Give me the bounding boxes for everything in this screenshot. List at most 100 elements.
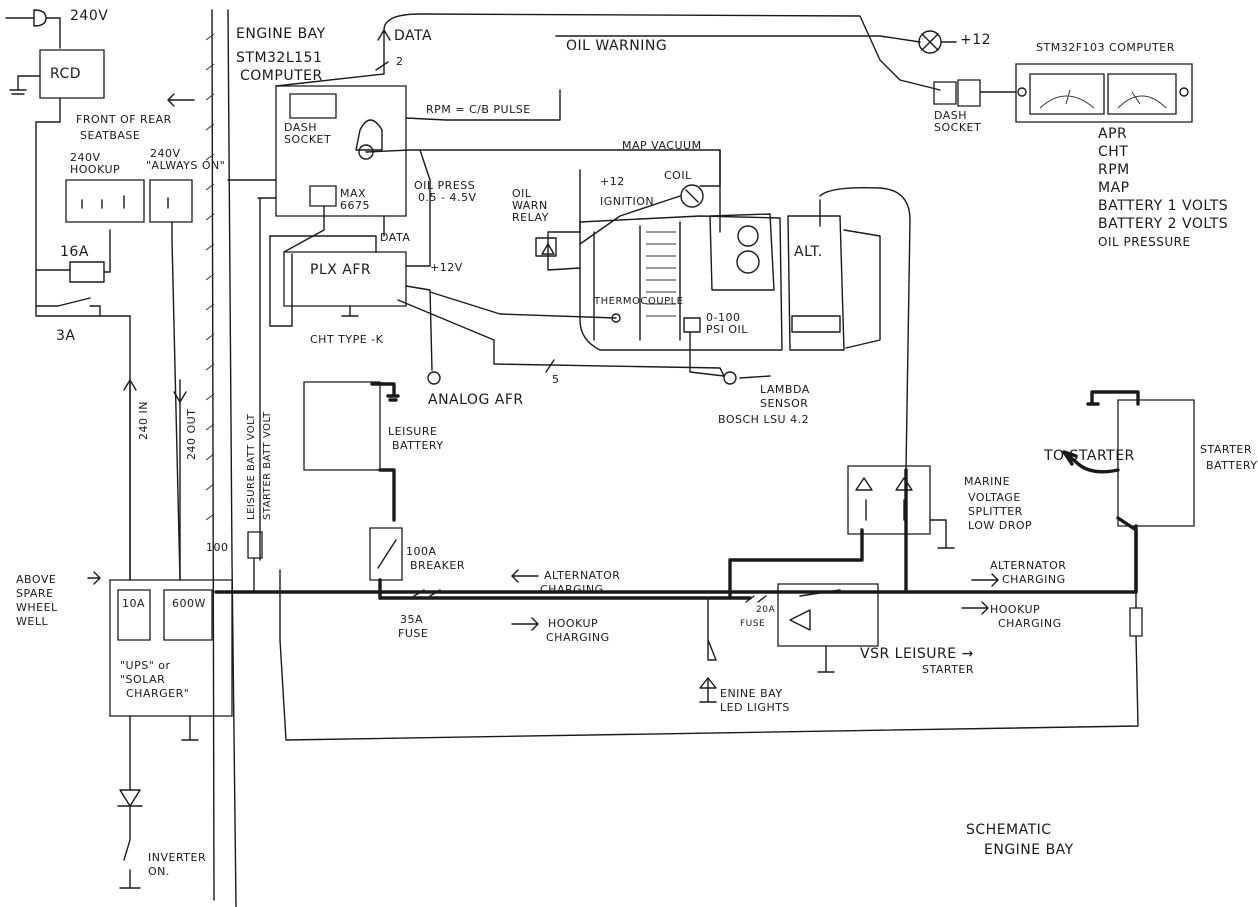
coil-label: COIL (664, 169, 692, 182)
flow-arrows (87, 93, 999, 631)
starter-battery-label-1: STARTER (1200, 443, 1253, 456)
hookup-charging-right-label-2: CHARGING (998, 617, 1062, 630)
psi-oil-range-label: 0-100 (706, 311, 741, 324)
fuse35-rating-label: 35A (400, 613, 424, 626)
ups-label-3: CHARGER" (126, 687, 190, 700)
v240-out-label: 240 OUT (185, 408, 198, 460)
vsr-label: VSR LEISURE → (860, 646, 974, 662)
ups-label-2: "SOLAR (120, 673, 166, 686)
always-voltage-label: 240V (150, 147, 181, 160)
charger-power-label: 600W (172, 597, 206, 610)
readout-item: BATTERY 2 VOLTS (1098, 216, 1229, 232)
oil-warning-label: OIL WARNING (566, 38, 668, 54)
hookup-charging-right-label-1: HOOKUP (990, 603, 1041, 616)
plus12-ignition-label: +12 (600, 175, 625, 188)
stm32l151-box (227, 29, 721, 561)
seatbase-label: SEATBASE (80, 129, 141, 142)
charger-current-label: 10A (122, 597, 146, 610)
lambda-label-1: LAMBDA (760, 383, 810, 396)
oil-warn-relay-label: OIL WARN RELAY (512, 187, 549, 224)
data-mid-label: DATA (380, 231, 411, 244)
ups-label-1: "UPS" or (120, 659, 171, 672)
starter-batt-volt-label: STARTER BATT VOLT (262, 411, 273, 520)
cht-type-label: CHT TYPE -K (310, 333, 384, 346)
rpm-pulse-label: RPM = C/B PULSE (426, 103, 531, 116)
thermocouple-label: THERMOCOUPLE (594, 296, 684, 307)
hookup-charging-left-label-1: HOOKUP (548, 617, 599, 630)
psi-oil-label: PSI OIL (706, 323, 748, 336)
analog-afr-label: ANALOG AFR (428, 392, 524, 408)
five-label: 5 (552, 373, 560, 386)
marine-label-4: LOW DROP (968, 519, 1033, 532)
above-spare-label-2: SPARE (16, 587, 54, 600)
plx-afr-box (269, 149, 725, 385)
leisure-batt-volt-label: LEISURE BATT VOLT (246, 413, 257, 520)
plx-afr-label: PLX AFR (310, 262, 372, 278)
always-on-label: "ALWAYS ON" (146, 159, 226, 172)
readout-list: APR CHT RPM MAP BATTERY 1 VOLTS BATTERY … (1098, 126, 1228, 248)
data-count-label: 2 (396, 55, 404, 68)
seatbase-sockets (65, 179, 193, 581)
vsr-starter-label: STARTER (922, 663, 975, 676)
plus12v-label: +12V (430, 261, 463, 274)
readout-item: MAP (1098, 180, 1130, 196)
marine-label-1: MARINE (964, 475, 1011, 488)
alt-charging-right-label-1: ALTERNATOR (990, 559, 1067, 572)
v240-in-label: 240 IN (137, 401, 150, 440)
mains-voltage-label: 240V (70, 8, 109, 24)
hookup-label: HOOKUP (70, 163, 121, 176)
fuse20-label: FUSE (740, 619, 766, 629)
engine-bay-label: ENGINE BAY (236, 26, 326, 42)
vsr-box (777, 583, 879, 673)
readout-item: CHT (1098, 144, 1129, 160)
marine-label-2: VOLTAGE (968, 491, 1021, 504)
breaker-label: BREAKER (410, 559, 465, 572)
alt-charging-left-label-2: CHARGING (540, 583, 604, 596)
ignition-label: IGNITION (600, 195, 655, 208)
leisure-label: LEISURE (388, 425, 438, 438)
fuse20-rating-label: 20A (756, 605, 776, 615)
lambda-label-3: BOSCH LSU 4.2 (718, 413, 810, 426)
readout-item: OIL PRESSURE (1098, 235, 1191, 249)
schematic-title-1: SCHEMATIC (966, 822, 1052, 838)
marine-label-3: SPLITTER (968, 505, 1023, 518)
plus12-top-label: +12 (960, 32, 992, 48)
ups-charger (109, 379, 263, 889)
above-spare-label-3: WHEEL (16, 601, 58, 614)
above-spare-label-4: WELL (16, 615, 49, 628)
alt-charging-right-label-2: CHARGING (1002, 573, 1066, 586)
stm32f103-box (933, 63, 1193, 123)
breaker-rating-label: 100A (406, 545, 437, 558)
inverter-label-2: ON. (148, 865, 170, 878)
starter-battery-label-2: BATTERY (1206, 459, 1258, 472)
map-vacuum-label: MAP VACUUM (622, 139, 702, 152)
oil-press-range-label: 0.5 - 4.5V (418, 191, 477, 204)
firewall-line (205, 9, 237, 907)
hookup-voltage-label: 240V (70, 151, 101, 164)
hookup-charging-left-label-2: CHARGING (546, 631, 610, 644)
fuse3-label: 3A (56, 328, 76, 344)
hundred-label: 100 (206, 541, 229, 554)
lambda-label-2: SENSOR (760, 397, 809, 410)
led-lights-label-2: LED LIGHTS (720, 701, 790, 714)
starter-battery (279, 390, 1195, 741)
battery-label: BATTERY (392, 439, 444, 452)
fuse16-label: 16A (60, 244, 89, 260)
mains-input (5, 9, 131, 581)
leisure-battery (303, 381, 403, 600)
alt-charging-left-label-1: ALTERNATOR (544, 569, 621, 582)
data-top-label: DATA (394, 28, 433, 44)
readout-item: RPM (1098, 162, 1130, 178)
dash-socket-right-label: DASH SOCKET (934, 109, 982, 134)
readout-item: APR (1098, 126, 1128, 142)
data-bus (383, 13, 957, 91)
to-starter-label: TO STARTER (1044, 448, 1135, 464)
alternator-label: ALT. (794, 244, 823, 260)
front-rear-label: FRONT OF REAR (76, 113, 172, 126)
dash-socket-left-label: DASH SOCKET (284, 121, 332, 146)
readout-item: BATTERY 1 VOLTS (1098, 198, 1229, 214)
computer-label: COMPUTER (240, 68, 323, 84)
fuse35-label: FUSE (398, 627, 429, 640)
